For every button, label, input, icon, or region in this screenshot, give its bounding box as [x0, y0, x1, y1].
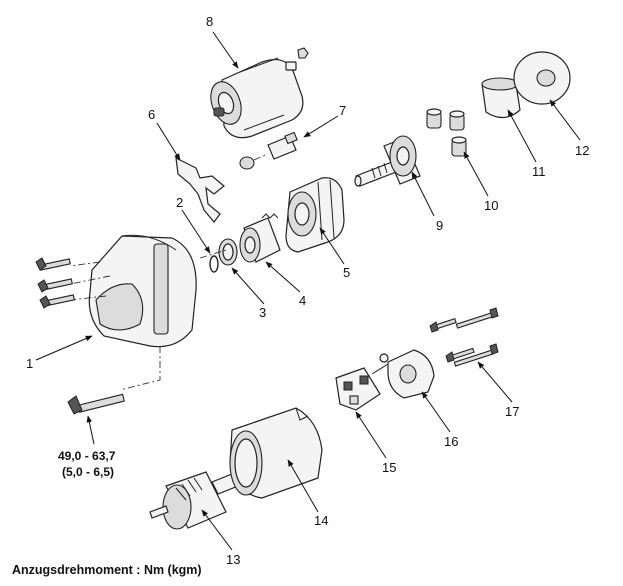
torque-value-nm: 49,0 - 63,7 — [58, 449, 116, 463]
callout-10: 10 — [484, 198, 498, 213]
yoke — [229, 407, 323, 499]
callout-labels: 8 6 7 2 3 4 5 9 10 11 12 1 13 14 15 16 1… — [26, 14, 589, 567]
torque-value-kgm: (5,0 - 6,5) — [62, 465, 114, 479]
callout-7: 7 — [339, 103, 346, 118]
plunger — [239, 131, 298, 170]
callout-2: 2 — [176, 195, 183, 210]
brush-holder — [335, 363, 389, 411]
front-bracket — [69, 234, 227, 391]
callout-9: 9 — [436, 218, 443, 233]
callout-4: 4 — [299, 293, 306, 308]
torque-legend: Anzugsdrehmoment : Nm (kgm) — [12, 563, 202, 577]
rear-bracket-bolts — [429, 307, 499, 367]
leader-lines — [35, 31, 581, 551]
callout-15: 15 — [382, 460, 396, 475]
callout-1: 1 — [26, 356, 33, 371]
callout-6: 6 — [148, 107, 155, 122]
callout-5: 5 — [343, 265, 350, 280]
callout-3: 3 — [259, 305, 266, 320]
callout-13: 13 — [226, 552, 240, 567]
planetary-shaft — [354, 135, 421, 187]
callout-17: 17 — [505, 404, 519, 419]
callout-16: 16 — [444, 434, 458, 449]
overrunning-clutch — [239, 213, 281, 263]
solenoid-switch — [210, 47, 309, 139]
internal-gear-housing — [285, 177, 345, 253]
armature — [149, 471, 239, 530]
callout-14: 14 — [314, 513, 328, 528]
stop-ring-and-snap-ring — [209, 238, 238, 273]
callout-8: 8 — [206, 14, 213, 29]
planetary-gears — [426, 108, 467, 157]
internal-gear-ring — [481, 77, 521, 119]
callout-11: 11 — [532, 164, 546, 179]
rear-bracket — [379, 349, 435, 399]
through-bolts — [35, 257, 75, 309]
packing-cover — [513, 51, 571, 105]
mounting-bolt — [67, 393, 125, 415]
drive-lever — [175, 156, 225, 223]
callout-12: 12 — [575, 143, 589, 158]
